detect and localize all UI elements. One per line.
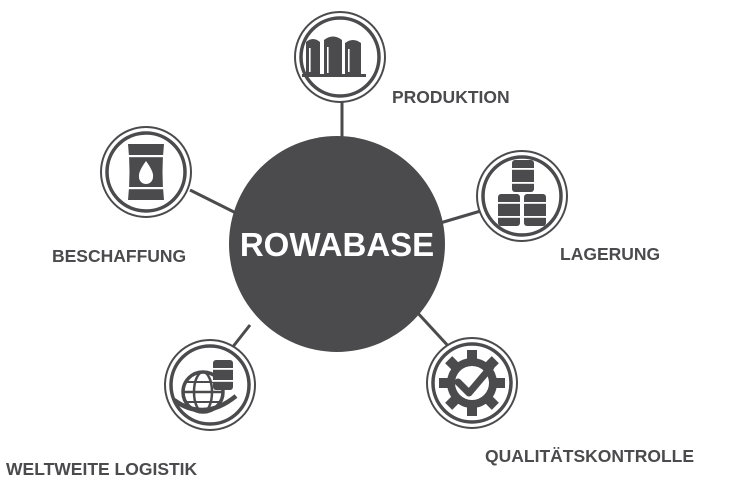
node-label-produktion: PRODUKTION (392, 87, 510, 107)
node-lagerung: LAGERUNG (476, 150, 660, 264)
globe-barrel-icon (172, 360, 238, 414)
storage-tanks-icon (302, 36, 366, 77)
node-qualitaetskontrolle: QUALITÄTSKONTROLLE (426, 337, 694, 466)
stacked-barrels-icon (497, 160, 547, 226)
hub-circle (229, 136, 445, 352)
hub-title: ROWABASE (240, 226, 434, 263)
node-label-lagerung: LAGERUNG (560, 244, 660, 264)
node-label-beschaffung: BESCHAFFUNG (52, 246, 186, 266)
oil-barrel-icon (127, 144, 165, 200)
node-label-weltweite-logistik: WELTWEITE LOGISTIK (6, 459, 198, 479)
node-produktion: PRODUKTION (294, 11, 510, 107)
gear-checkmark-icon (439, 350, 505, 416)
hub: ROWABASE (229, 136, 445, 352)
node-weltweite-logistik: WELTWEITE LOGISTIK (6, 339, 256, 479)
node-label-qualitaetskontrolle: QUALITÄTSKONTROLLE (485, 446, 694, 466)
node-beschaffung: BESCHAFFUNG (52, 126, 192, 266)
connector-qualitaetskontrolle (413, 308, 452, 350)
